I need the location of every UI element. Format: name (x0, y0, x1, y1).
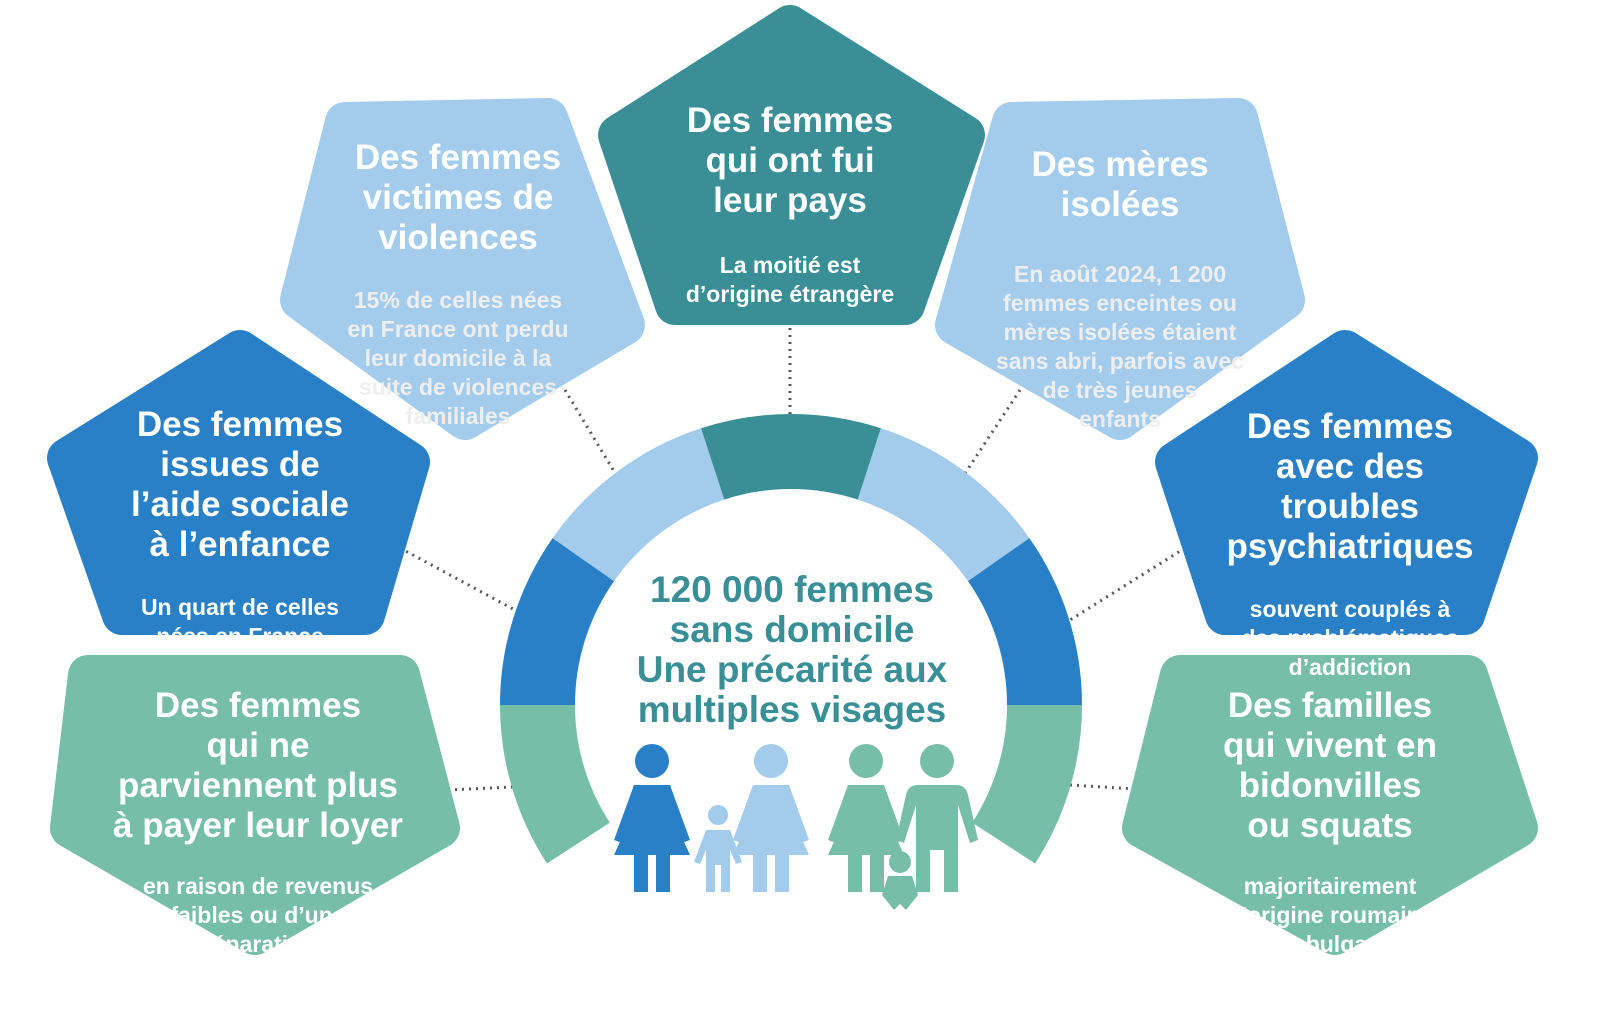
connector-line (563, 389, 620, 479)
connector-line (447, 785, 513, 792)
group-subtitle: 15% de celles nées en France ont perdu l… (347, 287, 569, 429)
woman-figure-icon (614, 744, 690, 892)
pentagon-violences (280, 98, 645, 440)
ring-segment-teal (701, 414, 881, 500)
people-figures (614, 744, 978, 910)
group-subtitle: La moitié est d’origine étrangère (685, 252, 895, 307)
pentagon-meres (935, 98, 1305, 440)
group-rent: Des femmes qui ne parviennent plus à pay… (113, 668, 403, 977)
group-child-welfare: Des femmes issues de l’aide sociale à l’… (131, 387, 349, 669)
group-title: Des femmes qui ne parviennent plus à pay… (113, 686, 403, 845)
group-subtitle: en raison de revenus faibles ou d’une sé… (142, 873, 374, 957)
group-fled-country: Des femmes qui ont fui leur pays La moit… (686, 83, 894, 327)
pentagon-psychiatrie (1155, 330, 1538, 635)
group-single-mothers: Des mères isolées En août 2024, 1 200 fe… (996, 127, 1244, 452)
woman-figure-icon (828, 744, 904, 892)
pentagon-familles (1122, 655, 1538, 955)
ring-segment-dark-blue (967, 538, 1082, 705)
pentagon-aide-sociale (47, 330, 430, 635)
ring-segment-dark-blue (500, 538, 615, 705)
group-title: Des femmes victimes de violences (354, 138, 562, 257)
connector-lines (399, 328, 1186, 792)
baby-figure-icon (882, 851, 918, 910)
group-psychiatric: Des femmes avec des troubles psychiatriq… (1218, 389, 1482, 700)
group-slums: Des familles qui vivent en bidonvilles o… (1223, 668, 1437, 977)
group-title: Des femmes avec des troubles psychiatriq… (1226, 407, 1474, 566)
group-title: Des mères isolées (1031, 145, 1209, 224)
connector-line (1069, 546, 1186, 622)
pentagon-teal (598, 5, 985, 325)
ring-segment-green (972, 705, 1082, 864)
connector-line (399, 546, 516, 612)
woman-figure-icon (733, 744, 809, 892)
center-headline: 120 000 femmes sans domicile Une précari… (636, 569, 948, 730)
group-subtitle: souvent couplés à des problématiques d’a… (1241, 596, 1459, 680)
group-violence-victims: Des femmes victimes de violences 15% de … (347, 120, 568, 449)
connector-line (1069, 783, 1136, 791)
pentagon-loyer (50, 655, 460, 955)
ring (500, 414, 1082, 864)
ring-segment-light-blue (857, 428, 1030, 582)
group-subtitle: En août 2024, 1 200 femmes enceintes ou … (995, 261, 1245, 432)
group-subtitle: majoritairement d’origine roumaine ou bu… (1226, 873, 1434, 957)
pentagons (47, 5, 1538, 955)
child-figure-icon (694, 805, 742, 892)
group-title: Des familles qui vivent en bidonvilles o… (1223, 686, 1437, 845)
man-figure-icon (896, 744, 978, 892)
group-subtitle: Un quart de celles nées en France (140, 594, 340, 649)
group-title: Des femmes qui ont fui leur pays (686, 101, 894, 220)
group-title: Des femmes issues de l’aide sociale à l’… (131, 405, 349, 564)
ring-segment-light-blue (552, 428, 725, 582)
ring-segment-green (500, 705, 610, 864)
